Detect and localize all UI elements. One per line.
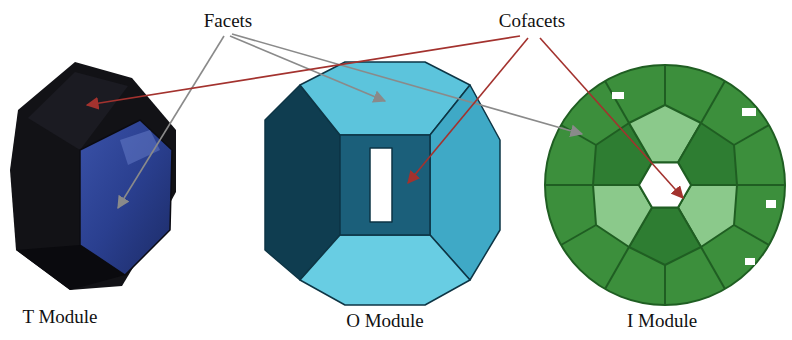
module-caption: T Module <box>22 306 97 328</box>
o-module-figure <box>265 62 500 305</box>
leader-line <box>232 34 582 134</box>
leader-line <box>408 38 528 183</box>
t-module-figure <box>10 62 176 290</box>
leader-line <box>118 36 224 208</box>
callout-label: Cofacets <box>499 10 565 32</box>
leader-line <box>540 38 683 198</box>
module-caption: O Module <box>346 310 424 332</box>
leader-line <box>230 36 385 101</box>
leader-line <box>87 36 520 105</box>
facet-leaders <box>118 34 582 208</box>
module-caption: I Module <box>627 310 697 332</box>
callout-label: Facets <box>204 10 253 32</box>
i-module-figure <box>545 65 785 305</box>
cofacet-leaders <box>87 36 683 198</box>
